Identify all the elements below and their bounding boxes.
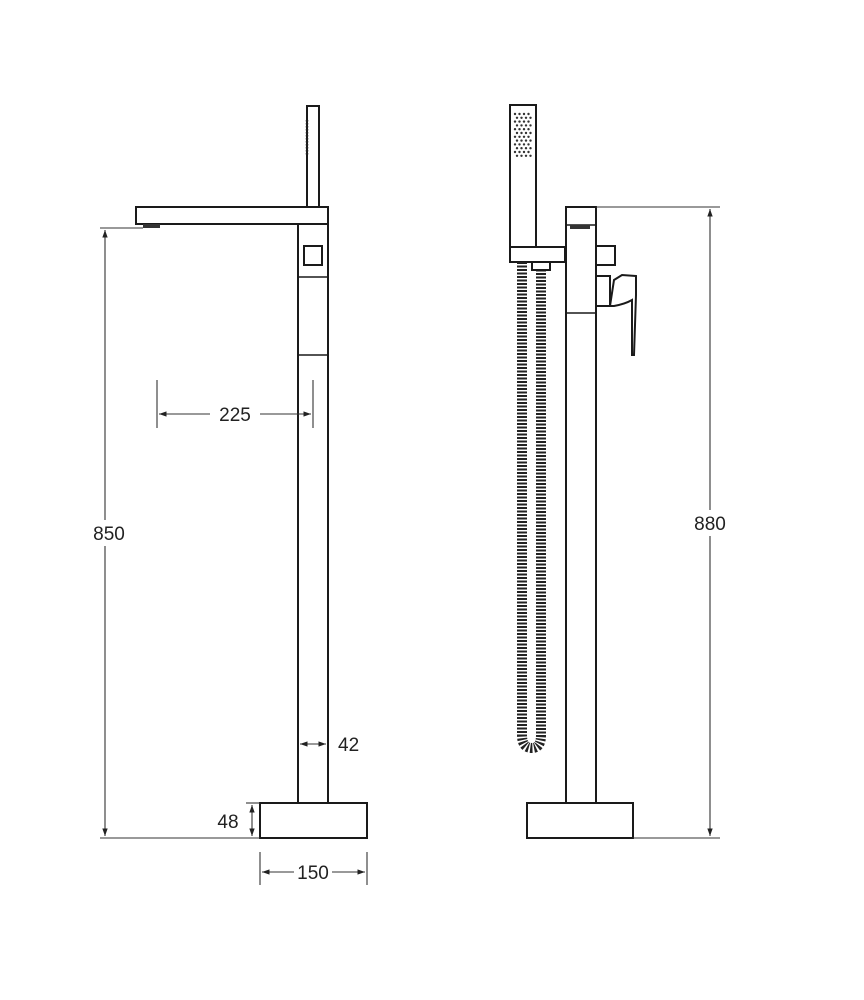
outlet <box>570 225 590 229</box>
dimension-48: 48 <box>217 802 260 836</box>
hand-shower-front <box>306 105 320 208</box>
base-side <box>526 802 634 839</box>
dim-48-label: 48 <box>217 812 238 833</box>
shower-hose <box>517 261 551 754</box>
valve-square-side <box>595 245 616 266</box>
front-view: 850 225 42 48 150 <box>88 105 368 885</box>
valve-square <box>303 245 323 266</box>
dim-150-label: 150 <box>297 863 329 884</box>
dimension-225: 225 <box>156 380 314 428</box>
dim-850-label: 850 <box>93 524 125 545</box>
column-side <box>565 206 597 804</box>
lever-base <box>595 275 611 307</box>
spout <box>135 206 329 225</box>
side-view: (function(){var g=document.currentScript… <box>509 104 732 839</box>
dimension-850: 850 <box>88 227 260 839</box>
shower-spray-holes: (function(){var g=document.currentScript… <box>513 112 532 157</box>
dimension-150: 150 <box>259 852 368 885</box>
dim-42-label: 42 <box>338 735 359 756</box>
column-front <box>297 223 329 804</box>
dim-880-label: 880 <box>694 514 726 535</box>
dimension-880: 880 <box>596 206 732 839</box>
base-front <box>259 802 368 839</box>
lever-handle <box>608 273 637 356</box>
dimension-42: 42 <box>300 735 359 756</box>
hand-shower-side <box>509 104 537 248</box>
dim-225-label: 225 <box>219 405 251 426</box>
shower-holder <box>509 246 566 263</box>
aerator <box>143 224 160 228</box>
